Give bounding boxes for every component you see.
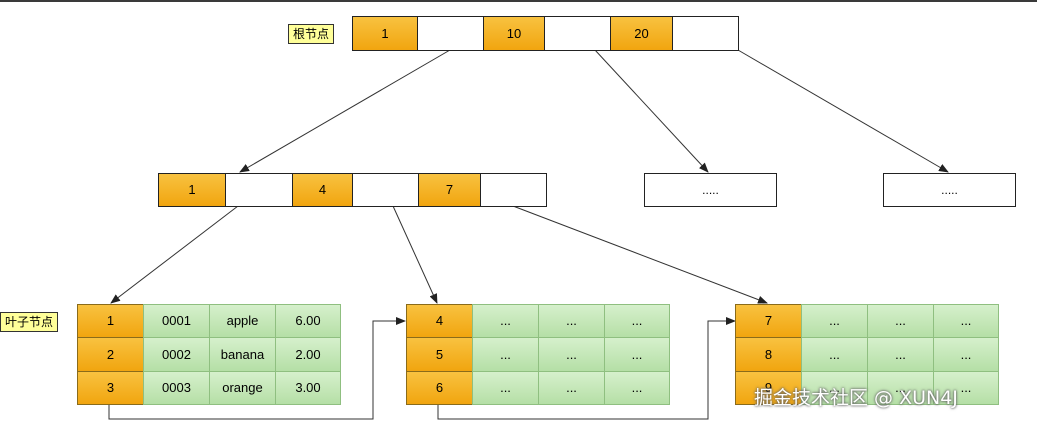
leaf-row-key: 6	[406, 371, 473, 405]
leaf-row-cell: ...	[604, 371, 670, 405]
internal-key-1: 1	[158, 173, 226, 207]
arrow-internal-to-leaf-3	[512, 205, 768, 304]
leaf-row-cell: ...	[604, 304, 670, 338]
leaf-row-cell: 3.00	[275, 371, 341, 405]
leaf-link-1-to-2	[108, 317, 406, 420]
leaf-row-key: 2	[77, 337, 144, 372]
placeholder-node-2: .....	[883, 173, 1016, 207]
root-pointer-1	[417, 16, 484, 51]
watermark: 掘金技术社区 @ XUN4J	[754, 387, 958, 409]
leaf-row-key: 8	[735, 337, 802, 372]
leaf-row-cell: ...	[538, 371, 605, 405]
internal-pointer-2	[352, 173, 419, 207]
root-key-1: 1	[352, 16, 418, 51]
leaf-row-cell: ...	[472, 304, 539, 338]
leaf-row-cell: ...	[472, 371, 539, 405]
leaf-row-cell: ...	[604, 337, 670, 372]
leaf-node-label: 叶子节点	[0, 312, 59, 332]
leaf-row-key: 7	[735, 304, 802, 338]
leaf-row-cell: 6.00	[275, 304, 341, 338]
leaf-row-cell: ...	[867, 304, 934, 338]
leaf-row-cell: ...	[867, 371, 934, 405]
leaf-row-cell: banana	[209, 337, 276, 372]
leaf-row-cell: ...	[933, 337, 999, 372]
root-key-2: 10	[483, 16, 545, 51]
leaf-link-2-to-3	[437, 317, 736, 420]
arrow-internal-to-leaf-1	[110, 205, 239, 304]
root-pointer-2	[544, 16, 611, 51]
leaf-row-cell: 0002	[143, 337, 210, 372]
arrow-root-to-internal	[239, 49, 451, 173]
arrow-root-to-node-2	[594, 49, 709, 173]
leaf-row-cell: ...	[801, 371, 868, 405]
arrow-root-to-node-3	[737, 49, 949, 173]
leaf-row-cell: apple	[209, 304, 276, 338]
leaf-row-key: 9	[735, 371, 802, 405]
leaf-row-key: 1	[77, 304, 144, 338]
top-border	[0, 0, 1037, 2]
internal-pointer-3	[480, 173, 547, 207]
leaf-row-cell: ...	[933, 304, 999, 338]
leaf-row-cell: 0003	[143, 371, 210, 405]
internal-pointer-1	[225, 173, 293, 207]
arrow-internal-to-leaf-2	[392, 205, 438, 304]
leaf-row-cell: ...	[867, 337, 934, 372]
root-pointer-3	[672, 16, 739, 51]
root-key-3: 20	[610, 16, 673, 51]
leaf-row-cell: ...	[538, 337, 605, 372]
internal-key-2: 4	[292, 173, 353, 207]
leaf-row-cell: ...	[538, 304, 605, 338]
internal-key-3: 7	[418, 173, 481, 207]
leaf-row-cell: ...	[472, 337, 539, 372]
leaf-row-cell: ...	[933, 371, 999, 405]
leaf-row-cell: orange	[209, 371, 276, 405]
leaf-row-cell: ...	[801, 304, 868, 338]
leaf-row-key: 4	[406, 304, 473, 338]
leaf-row-cell: 2.00	[275, 337, 341, 372]
placeholder-node-1: .....	[644, 173, 777, 207]
leaf-row-cell: ...	[801, 337, 868, 372]
leaf-row-key: 5	[406, 337, 473, 372]
leaf-row-key: 3	[77, 371, 144, 405]
leaf-row-cell: 0001	[143, 304, 210, 338]
root-node-label: 根节点	[288, 24, 335, 44]
